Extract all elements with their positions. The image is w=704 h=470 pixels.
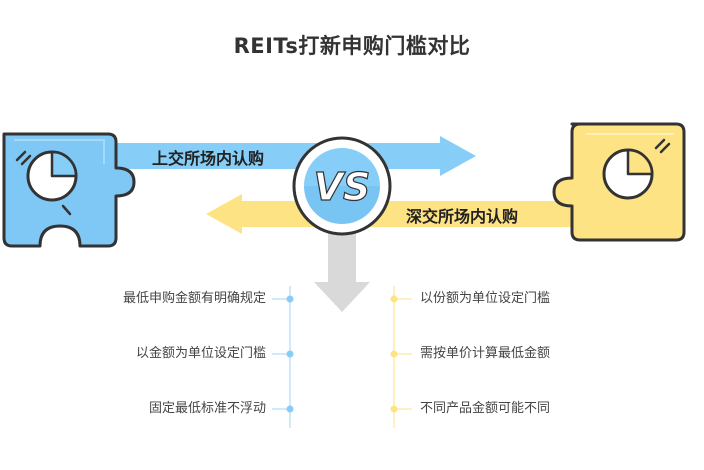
sse-point-2: 以金额为单位设定门槛 — [135, 346, 266, 361]
szse-label: 深交所场内认购 — [406, 207, 519, 226]
sse-point-3: 固定最低标准不浮动 — [148, 401, 266, 416]
page-title: REITs打新申购门槛对比 — [233, 34, 471, 58]
szse-point-1: 以份额为单位设定门槛 — [420, 291, 551, 306]
sse-label: 上交所场内认购 — [152, 149, 265, 168]
pie-chart-icon — [602, 138, 671, 200]
szse-point-3: 不同产品金额可能不同 — [420, 401, 551, 416]
sse-connector — [272, 286, 294, 428]
szse-connector — [390, 286, 412, 428]
vs-icon: VS — [292, 136, 392, 236]
sse-point-1: 最低申购金额有明确规定 — [122, 291, 266, 306]
szse-point-2: 需按单价计算最低金额 — [420, 346, 551, 361]
szse-arrow — [206, 194, 576, 234]
svg-text:VS: VS — [314, 165, 371, 209]
pie-chart-icon — [15, 150, 78, 216]
down-arrow — [314, 228, 370, 312]
